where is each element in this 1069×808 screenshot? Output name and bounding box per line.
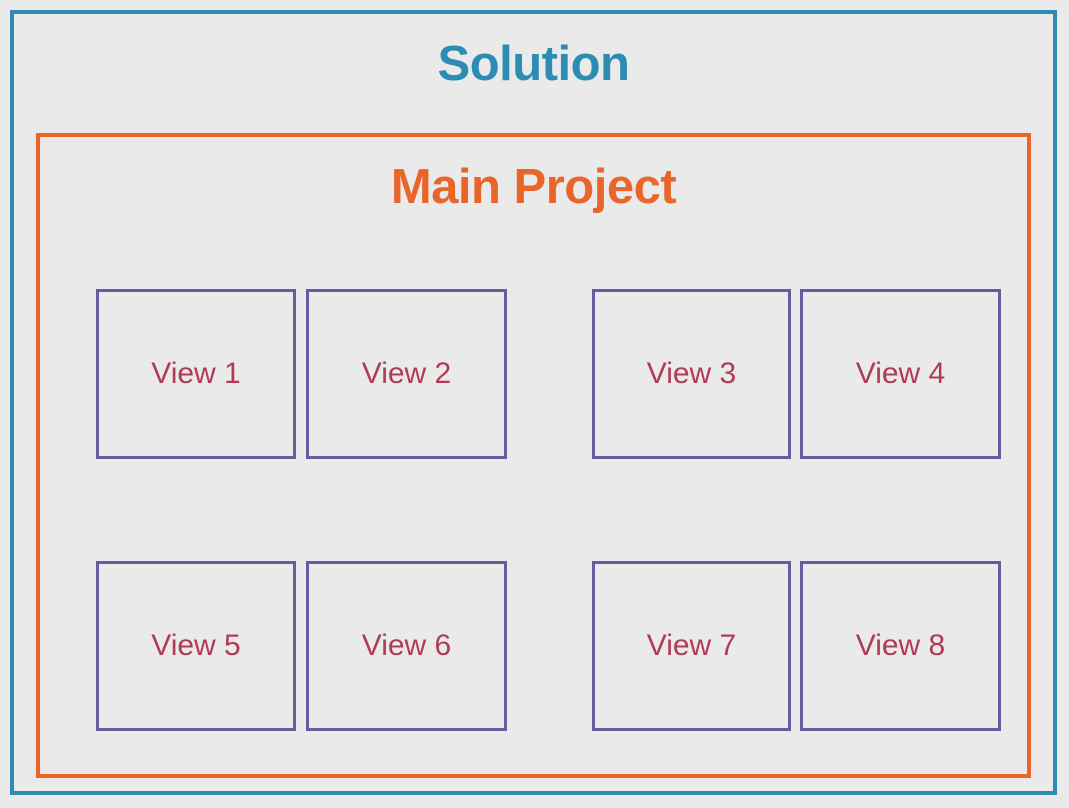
main-project-container: Main Project View 1 View 2 View 3 View 4… — [36, 133, 1031, 778]
view-box-5-label: View 5 — [151, 629, 241, 662]
solution-title: Solution — [437, 37, 630, 91]
view-box-8-label: View 8 — [855, 629, 946, 662]
view-box-2-label: View 2 — [361, 357, 452, 390]
view-box-3[interactable]: View 3 — [592, 289, 791, 459]
view-box-4[interactable]: View 4 — [800, 289, 1001, 459]
solution-container: Solution Main Project View 1 View 2 View… — [10, 10, 1057, 795]
view-box-6-label: View 6 — [361, 629, 452, 662]
view-box-1[interactable]: View 1 — [96, 289, 296, 459]
main-project-title: Main Project — [390, 160, 677, 214]
view-box-1-label: View 1 — [151, 357, 241, 390]
view-box-7-label: View 7 — [646, 629, 737, 662]
view-box-8[interactable]: View 8 — [800, 561, 1001, 731]
view-box-6[interactable]: View 6 — [306, 561, 507, 731]
view-box-7[interactable]: View 7 — [592, 561, 791, 731]
view-box-2[interactable]: View 2 — [306, 289, 507, 459]
view-box-3-label: View 3 — [646, 357, 737, 390]
view-box-5[interactable]: View 5 — [96, 561, 296, 731]
view-box-4-label: View 4 — [855, 357, 946, 390]
